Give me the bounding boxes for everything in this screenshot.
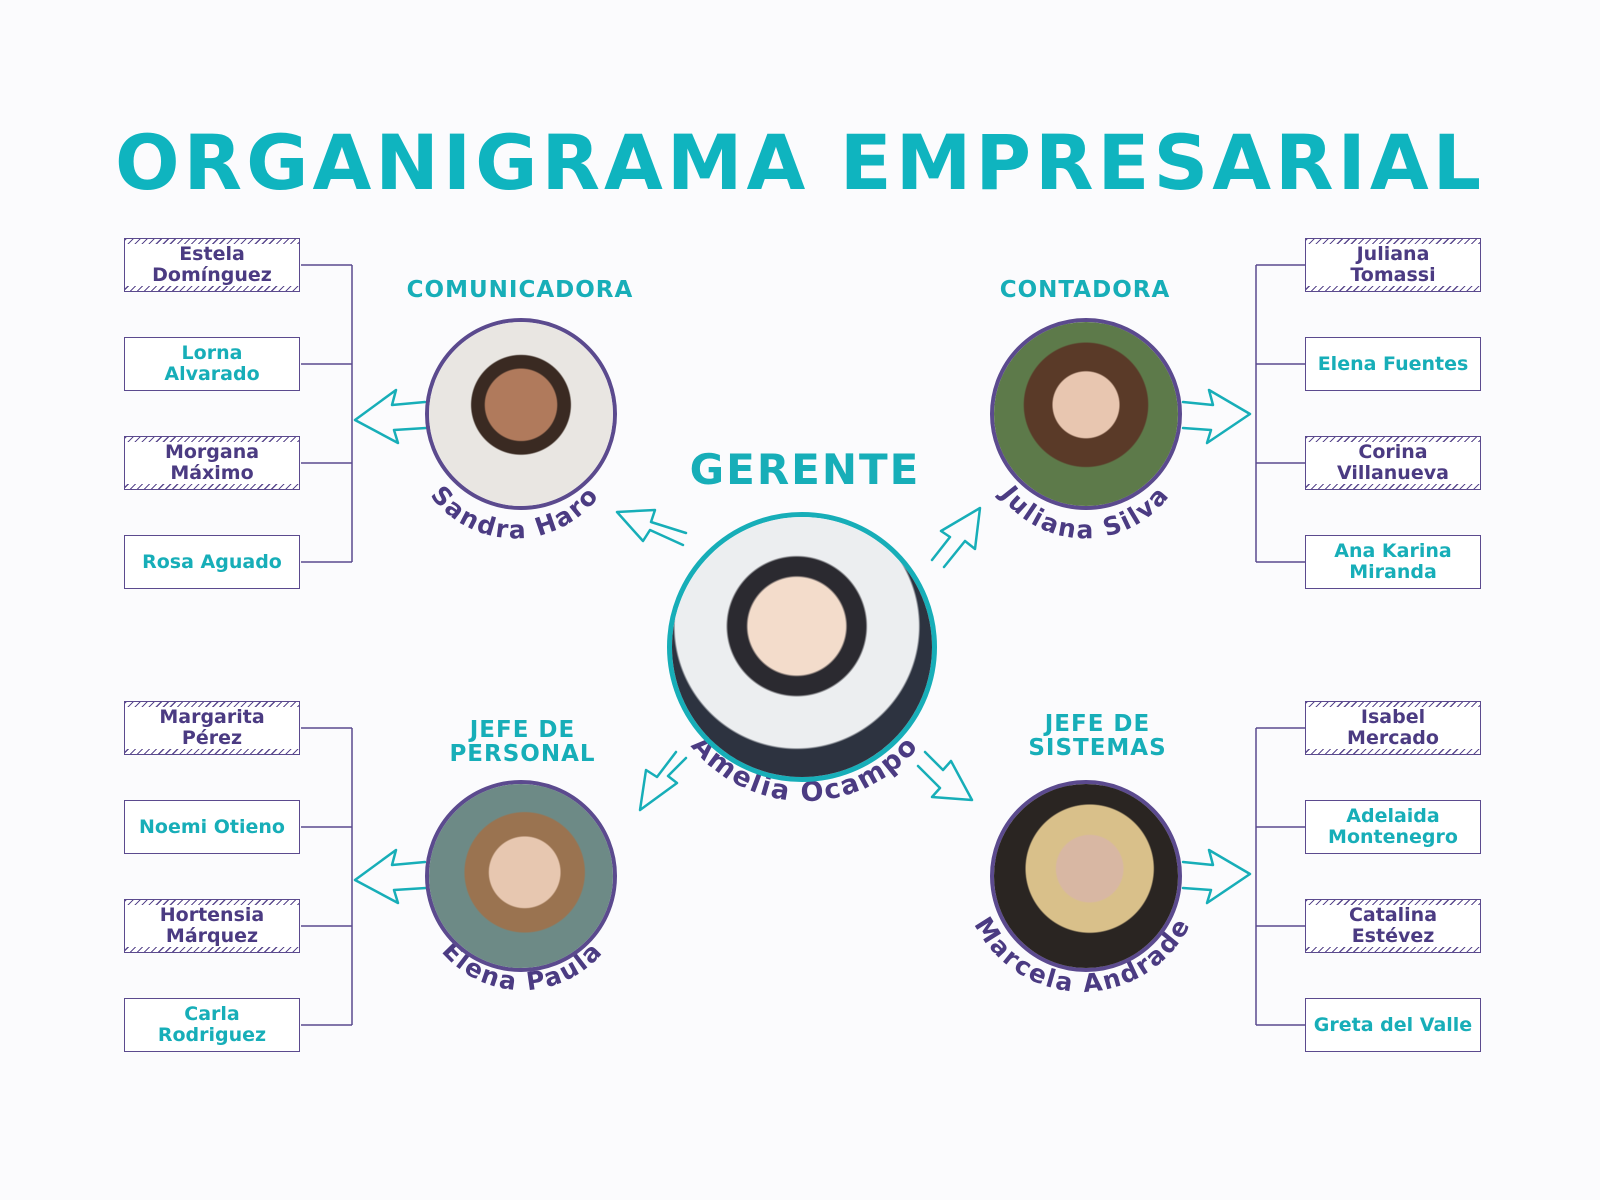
arrow-manager-to-contadora [930,506,982,569]
staff-box-personal-1: Margarita Pérez [124,701,300,755]
staff-box-comunicadora-4: Rosa Aguado [124,535,300,589]
staff-box-sistemas-4: Greta del Valle [1305,998,1481,1052]
page-title: ORGANIGRAMA EMPRESARIAL [114,118,1486,207]
staff-box-sistemas-2: Adelaida Montenegro [1305,800,1481,854]
staff-box-contadora-4: Ana Karina Miranda [1305,535,1481,589]
role-contadora: CONTADORA [999,277,1171,303]
bracket-personal [301,727,353,1026]
staff-box-comunicadora-3: Morgana Máximo [124,436,300,490]
staff-name: Morgana Máximo [125,442,299,484]
contadora-photo [990,318,1182,510]
staff-name: Rosa Aguado [142,550,282,573]
arrow-manager-to-sistemas [916,750,974,802]
arrow-to-personal-staff [353,848,428,905]
personal-photo [425,780,617,972]
arrow-to-contadora-staff [1181,388,1252,445]
arrow-to-sistemas-staff [1181,848,1252,905]
staff-name: Margarita Pérez [125,707,299,749]
staff-box-contadora-2: Elena Fuentes [1305,337,1481,391]
staff-box-contadora-1: Juliana Tomassi [1305,238,1481,292]
bracket-sistemas [1255,727,1305,1026]
staff-name: Isabel Mercado [1306,707,1480,749]
staff-name: Carla Rodriguez [157,1003,267,1046]
staff-name: Catalina Estévez [1306,905,1480,947]
staff-box-personal-3: Hortensia Márquez [124,899,300,953]
staff-name: Juliana Tomassi [1306,244,1480,286]
role-sistemas: JEFE DE SISTEMAS [1028,711,1167,761]
role-comunicadora: COMUNICADORA [406,277,634,303]
comunicadora-photo [425,318,617,510]
sistemas-photo [990,780,1182,972]
manager-photo [667,512,937,782]
staff-name: Greta del Valle [1313,1013,1473,1036]
staff-box-sistemas-3: Catalina Estévez [1305,899,1481,953]
staff-box-comunicadora-1: Estela Domínguez [124,238,300,292]
bracket-comunicadora [301,264,353,563]
staff-box-personal-4: Carla Rodriguez [124,998,300,1052]
arrow-manager-to-personal [638,750,688,812]
staff-box-personal-2: Noemi Otieno [124,800,300,854]
staff-box-sistemas-1: Isabel Mercado [1305,701,1481,755]
arrow-manager-to-comunicadora [615,508,688,547]
arrow-to-comunicadora-staff [353,388,428,445]
bracket-contadora [1255,264,1305,563]
manager-role: GERENTE [689,445,921,494]
staff-name: Noemi Otieno [139,815,285,838]
staff-name: Adelaida Montenegro [1328,805,1458,848]
staff-name: Hortensia Márquez [125,905,299,947]
staff-name: Lorna Alvarado [164,342,260,385]
staff-box-comunicadora-2: Lorna Alvarado [124,337,300,391]
staff-name: Estela Domínguez [125,244,299,286]
staff-name: Elena Fuentes [1317,352,1469,375]
staff-name: Ana Karina Miranda [1334,540,1452,583]
role-personal: JEFE DE PERSONAL [449,717,596,767]
staff-name: Corina Villanueva [1306,442,1480,484]
staff-box-contadora-3: Corina Villanueva [1305,436,1481,490]
